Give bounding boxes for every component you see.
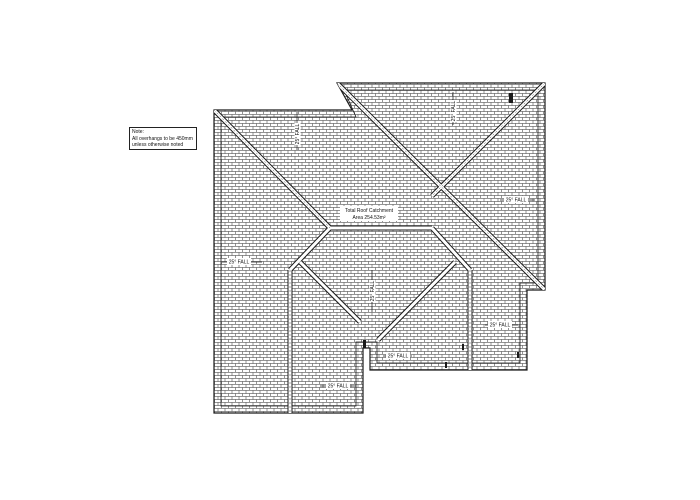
fall-label: 25° FALL [388,354,409,360]
fall-label: 25° FALL [370,280,376,301]
downpipe-marks [363,93,519,368]
fall-label: 25° FALL [328,384,349,390]
note-line-1: All overhangs to be 450mm [132,135,193,142]
roof-structure [214,83,545,413]
fall-label: 25° FALL [506,198,527,204]
catchment-label: Total Roof Catchment Area 254.53m² [340,206,398,221]
note-title: Note: [132,129,144,135]
fall-labels: 25° FALL 25° FALL 25° FALL 25° FALL 25° … [227,100,528,390]
fall-label: 25° FALL [490,323,511,329]
note-box: Note: All overhangs to be 450mm unless o… [129,127,197,150]
fall-label: 25° FALL [229,260,250,266]
fall-label: 25° FALL [295,123,301,144]
catchment-line-2: Area 254.53m² [352,215,385,221]
fall-label: 25° FALL [451,100,457,121]
catchment-line-1: Total Roof Catchment [345,208,394,214]
note-line-2: unless otherwise noted [132,142,184,148]
